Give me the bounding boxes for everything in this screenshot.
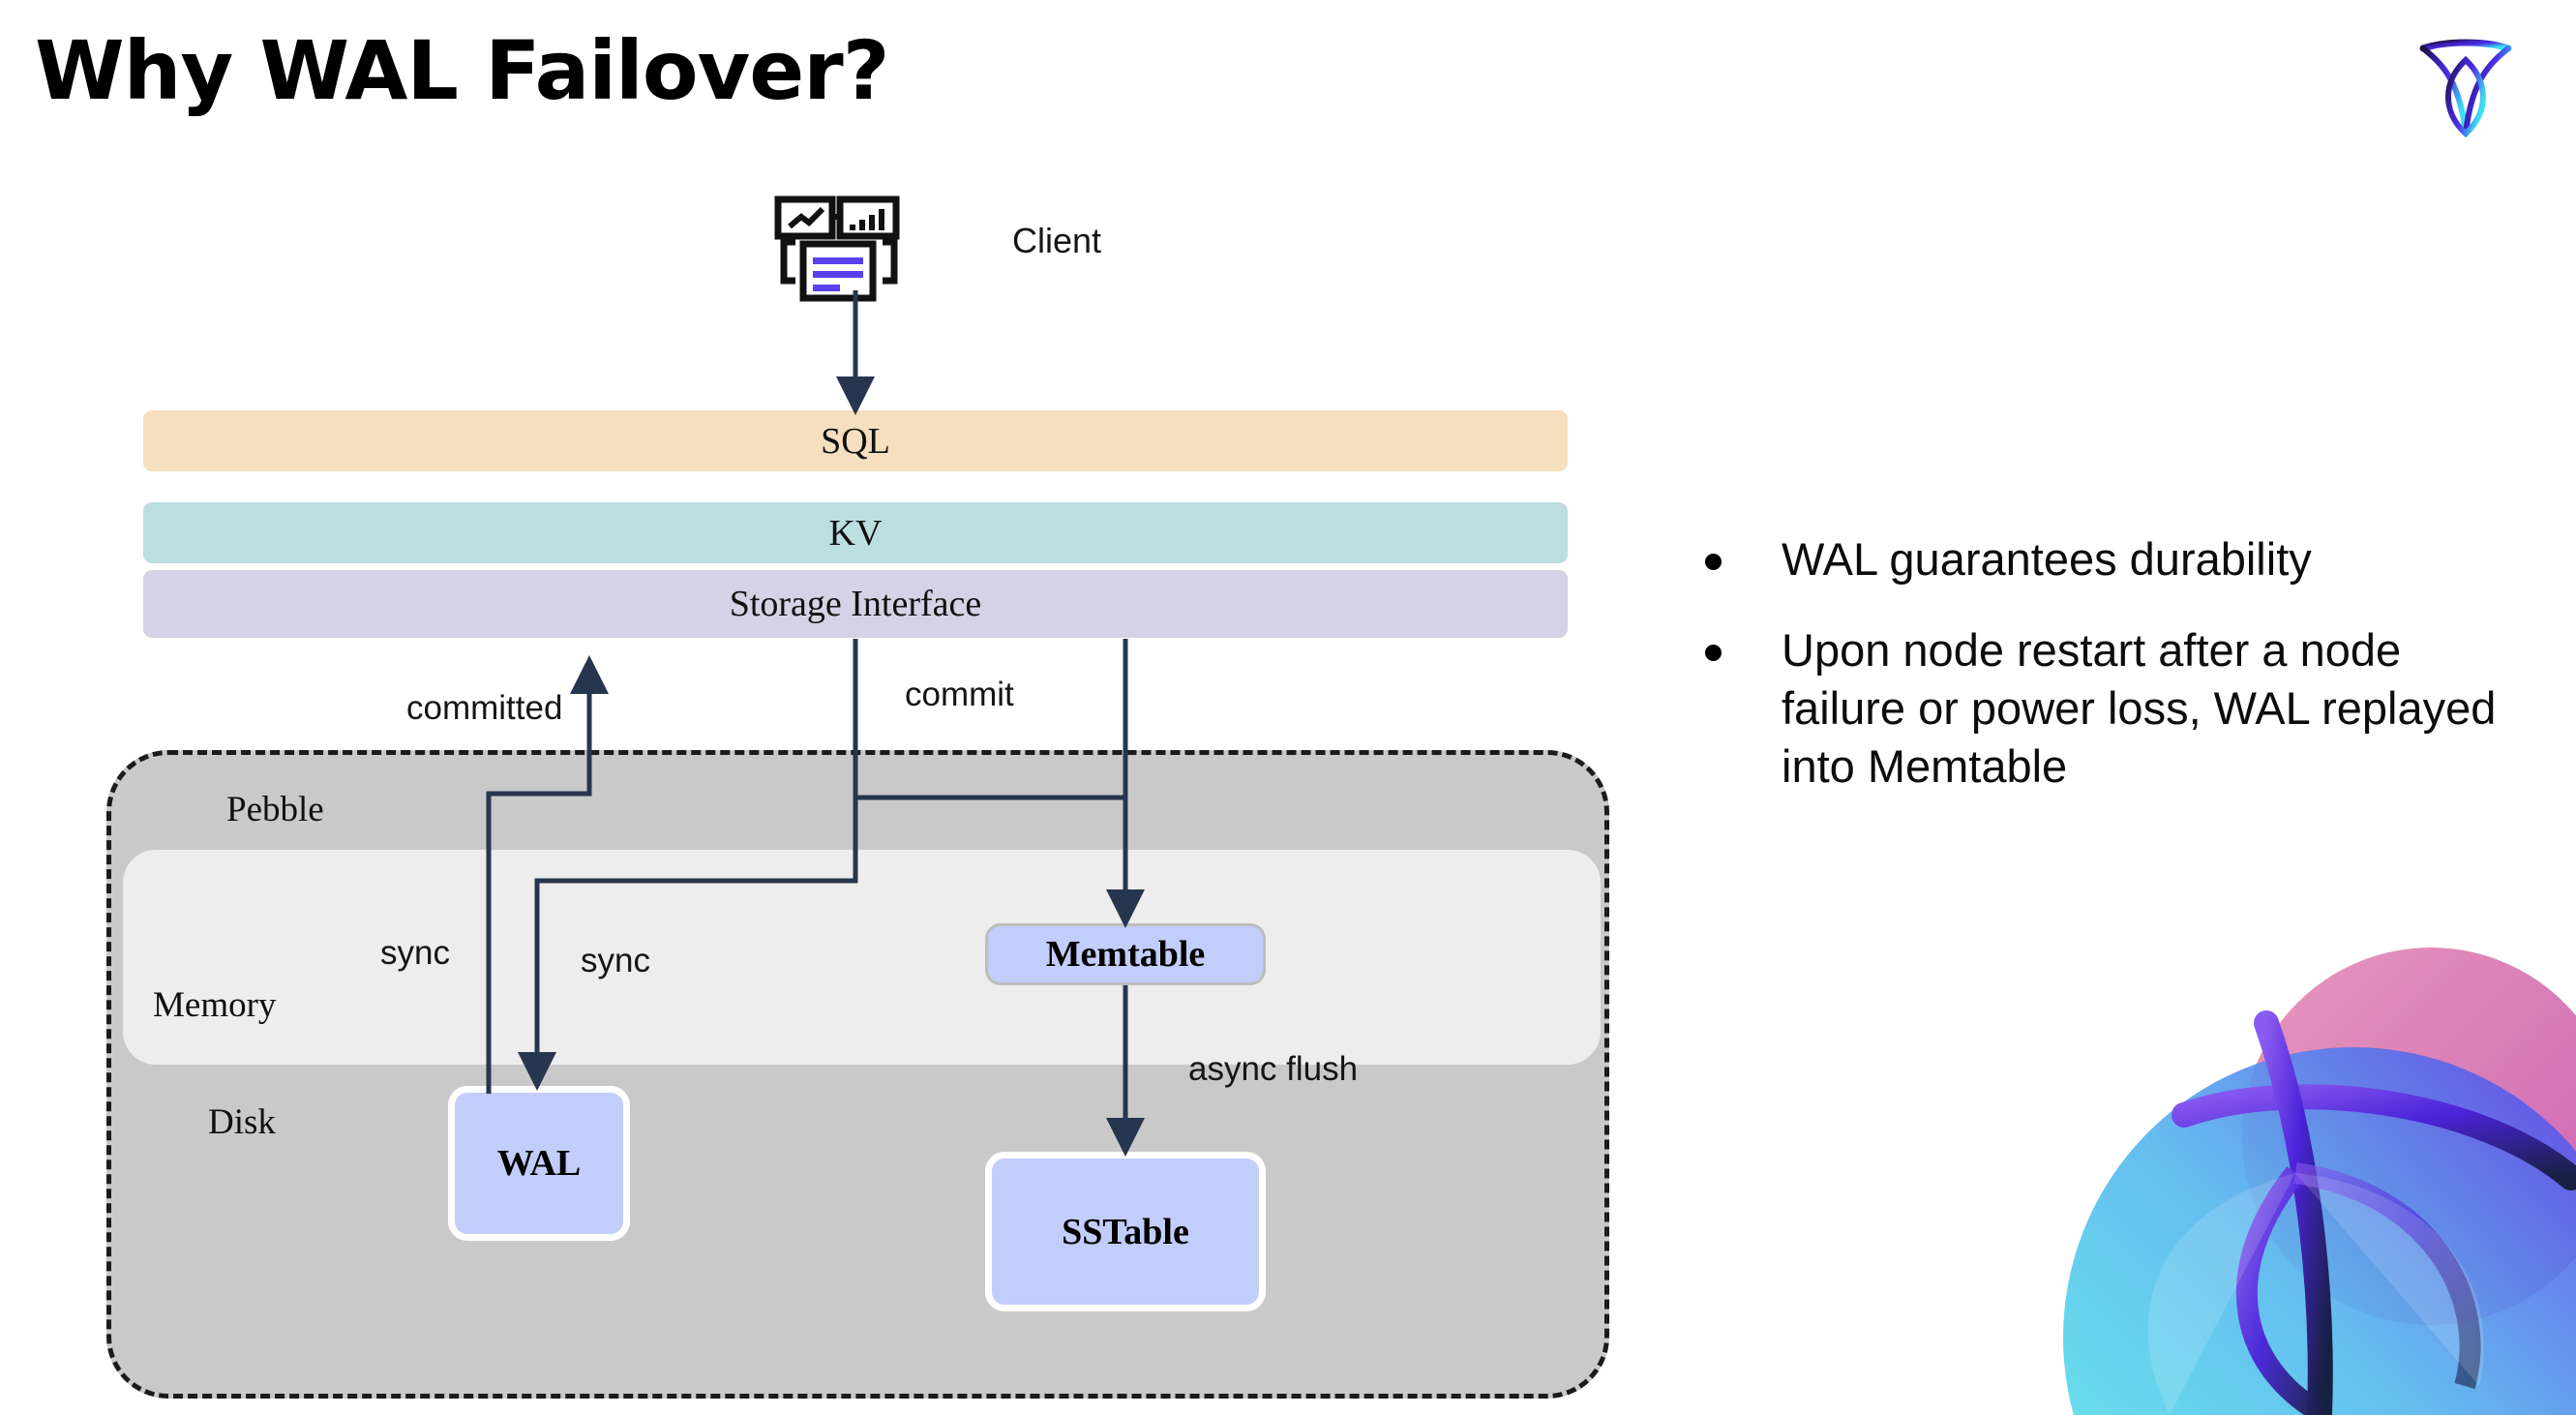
- decorative-brand-mark: [1976, 931, 2576, 1415]
- disk-label: Disk: [208, 1102, 276, 1142]
- list-item: WAL guarantees durability: [1705, 530, 2499, 588]
- edge-label-sync-right: sync: [581, 942, 650, 979]
- bullet-text: Upon node restart after a node failure o…: [1782, 624, 2497, 793]
- memory-label: Memory: [153, 985, 277, 1025]
- client-device-icon: [774, 196, 929, 304]
- layer-bar-storage-interface-label: Storage Interface: [729, 584, 982, 624]
- node-sstable: SSTable: [985, 1152, 1266, 1311]
- bullet-dot-icon: [1705, 645, 1722, 662]
- cockroachdb-logo: [2417, 31, 2514, 139]
- layer-bar-sql: SQL: [143, 410, 1568, 471]
- edge-label-sync-left: sync: [380, 934, 450, 972]
- bullet-dot-icon: [1705, 554, 1722, 570]
- layer-bar-kv-label: KV: [828, 512, 883, 554]
- page-title: Why WAL Failover?: [35, 23, 889, 118]
- bullet-text: WAL guarantees durability: [1782, 533, 2312, 585]
- list-item: Upon node restart after a node failure o…: [1705, 621, 2499, 796]
- node-wal-label: WAL: [496, 1143, 582, 1184]
- node-memtable-label: Memtable: [1045, 934, 1206, 975]
- node-wal: WAL: [448, 1086, 630, 1241]
- layer-bar-storage-interface: Storage Interface: [143, 570, 1568, 638]
- bullet-list: WAL guarantees durability Upon node rest…: [1705, 530, 2499, 829]
- edge-label-commit: commit: [905, 676, 1014, 713]
- node-sstable-label: SSTable: [1062, 1211, 1189, 1252]
- pebble-container: [106, 750, 1609, 1399]
- node-memtable: Memtable: [985, 923, 1266, 985]
- edge-label-async-flush: async flush: [1188, 1050, 1359, 1088]
- pebble-label: Pebble: [226, 790, 324, 829]
- edge-label-committed: committed: [406, 689, 563, 727]
- client-label: Client: [1012, 221, 1102, 260]
- layer-bar-kv: KV: [143, 502, 1568, 563]
- layer-bar-sql-label: SQL: [821, 420, 890, 462]
- memory-zone: [123, 850, 1601, 1065]
